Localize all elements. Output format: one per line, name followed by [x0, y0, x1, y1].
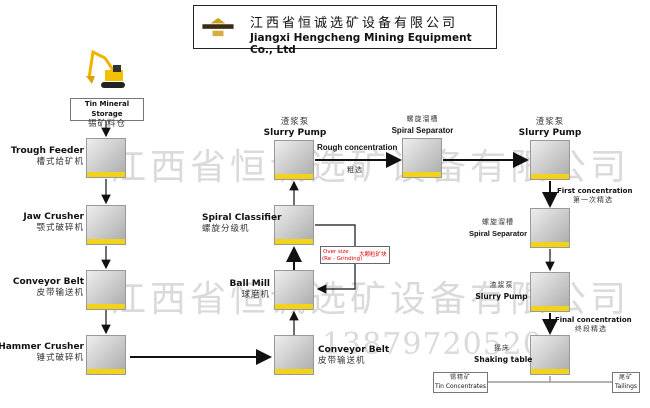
spiral-separator-image: [530, 208, 570, 248]
rough-concentration-label: Rough concentration: [317, 143, 398, 152]
slurry-pump-image: [530, 272, 570, 312]
shaking-table-image: [530, 335, 570, 375]
tin-mineral-storage: Tin Mineral Storage 锡矿料仓: [70, 98, 144, 129]
storage-label-en: Tin Mineral Storage: [84, 100, 130, 118]
spiral-separator-image: [402, 138, 442, 178]
company-name-cn: 江西省恒诚选矿设备有限公司: [250, 16, 459, 31]
trough-feeder-image: [86, 138, 126, 178]
rough-concentration-cn: 粗选: [347, 166, 363, 174]
company-header: 江西省恒诚选矿设备有限公司 Jiangxi Hengcheng Mining E…: [193, 5, 497, 56]
conveyor-belt-image: [274, 335, 314, 375]
conveyor-belt-image: [86, 270, 126, 310]
jaw-crusher-image: [86, 205, 126, 245]
storage-label-cn: 锡矿料仓: [87, 119, 126, 129]
excavator-icon: [86, 49, 125, 88]
company-logo: [202, 17, 234, 37]
company-name-en: Jiangxi Hengcheng Mining Equipment Co., …: [250, 32, 472, 56]
oversize-regrinding-note: Over size (Re - Grinding) 大颗粒矿块: [320, 246, 390, 264]
hammer-crusher-image: [86, 335, 126, 375]
spiral-classifier-image: [274, 205, 314, 245]
ball-mill-image: [274, 270, 314, 310]
slurry-pump-image: [274, 140, 314, 180]
slurry-pump-image: [530, 140, 570, 180]
